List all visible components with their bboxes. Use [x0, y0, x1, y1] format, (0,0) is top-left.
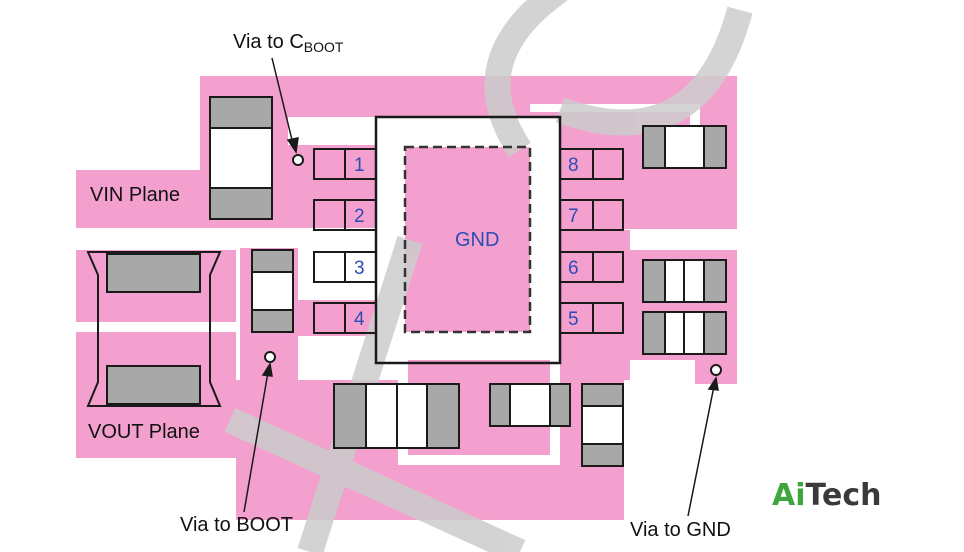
pin-4-label: 4	[354, 309, 365, 330]
copper-planes	[76, 76, 737, 520]
callout-arrows	[243, 57, 719, 517]
pin-6-label: 6	[568, 258, 579, 279]
aitech-logo-part2: Tech	[806, 478, 882, 513]
arrow-boot-head	[261, 361, 273, 377]
arrow-gnd-head	[707, 375, 719, 391]
input-cap-pad-top	[209, 96, 273, 129]
via-cboot-label-sub: BOOT	[304, 39, 344, 55]
boot-cap-pad-top	[251, 249, 294, 273]
watermark-stroke-diag	[224, 408, 526, 552]
pin-3-label: 3	[354, 258, 365, 279]
via-boot-label: Via to BOOT	[180, 514, 293, 536]
via-cboot-label: Via to CBOOT	[233, 31, 344, 55]
output-cap-pad-right	[426, 383, 460, 449]
arrow-cboot-head	[286, 137, 299, 155]
vin-plane-label: VIN Plane	[90, 184, 180, 206]
right-cap-2-pad-right	[703, 311, 727, 355]
pin-6-pad	[559, 251, 624, 283]
inductor-pad-bottom	[106, 365, 201, 405]
vout-plane-label: VOUT Plane	[88, 421, 200, 443]
vias	[264, 154, 722, 376]
bottom-cap-pad-left	[489, 383, 511, 427]
pin-8-label: 8	[568, 155, 579, 176]
right-cap-1-pad-right	[703, 259, 727, 303]
pin-5-label: 5	[568, 309, 579, 330]
via-gnd-label: Via to GND	[630, 519, 731, 541]
arrow-cboot-line	[271, 57, 294, 145]
via-cboot-label-main: Via to C	[233, 31, 304, 53]
aitech-logo-part1: Ai	[772, 478, 806, 513]
pin-7-label: 7	[568, 206, 579, 227]
pin-8-pad	[559, 148, 624, 180]
boot-cap-pad-bottom	[251, 309, 294, 333]
pin-7-pad	[559, 199, 624, 231]
watermark-arc-right	[555, 6, 753, 136]
arrow-boot-line	[243, 371, 269, 513]
ic-right-pins	[559, 148, 624, 334]
bottom-right-cap-pad-top	[581, 383, 624, 407]
copper-right-trace	[560, 199, 737, 229]
via-boot	[264, 351, 276, 363]
via-gnd	[710, 364, 722, 376]
right-cap-2-pad-left	[642, 311, 666, 355]
components	[86, 96, 727, 467]
top-right-cap-pad-right	[703, 125, 727, 169]
top-right-cap-pad-left	[642, 125, 666, 169]
pin-2-label: 2	[354, 206, 365, 227]
inductor-pad-top	[106, 253, 201, 293]
copper-right-mid-block	[560, 230, 630, 380]
ic-body-outline	[374, 115, 562, 365]
gnd-label: GND	[455, 229, 499, 251]
ic-left-pins	[313, 148, 377, 334]
via-cboot	[292, 154, 304, 166]
copper-exposed-pad	[405, 147, 530, 332]
ic-package: GND	[374, 115, 562, 365]
pin-1-label: 1	[354, 155, 365, 176]
copper-pin4-stub	[298, 300, 376, 336]
arrow-gnd-line	[687, 385, 715, 517]
bottom-cap-pad-right	[549, 383, 571, 427]
bottom-right-cap-pad-bottom	[581, 443, 624, 467]
input-cap-pad-bottom	[209, 187, 273, 220]
inductor-outline	[86, 251, 222, 407]
aitech-logo: AiTech	[772, 478, 881, 513]
watermark-arc-top	[484, 0, 568, 158]
right-cap-1-pad-left	[642, 259, 666, 303]
gap-right-vertical	[690, 104, 700, 144]
output-cap-pad-left	[333, 383, 367, 449]
ic-exposed-pad-outline	[403, 145, 532, 334]
gap-top-right-slot	[530, 104, 700, 112]
pin-5-pad	[559, 302, 624, 334]
